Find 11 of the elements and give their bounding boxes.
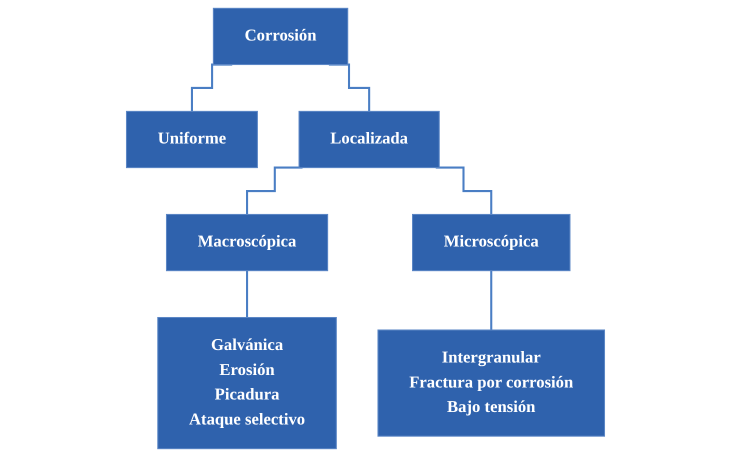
node-box: Galvánica Erosión Picadura Ataque selectivo — [157, 316, 337, 450]
connector — [490, 270, 492, 332]
node-box: Localizada — [298, 110, 440, 168]
connector — [436, 166, 492, 216]
node-box: Microscópica — [412, 214, 570, 272]
node-box: Corrosión — [212, 8, 348, 66]
node-box: Uniforme — [126, 110, 258, 168]
connector — [246, 270, 248, 319]
connector — [246, 166, 303, 216]
node-box: Macroscópica — [166, 214, 328, 272]
node-box: Intergranular Fractura por corrosión Bajo tensión — [377, 329, 606, 437]
